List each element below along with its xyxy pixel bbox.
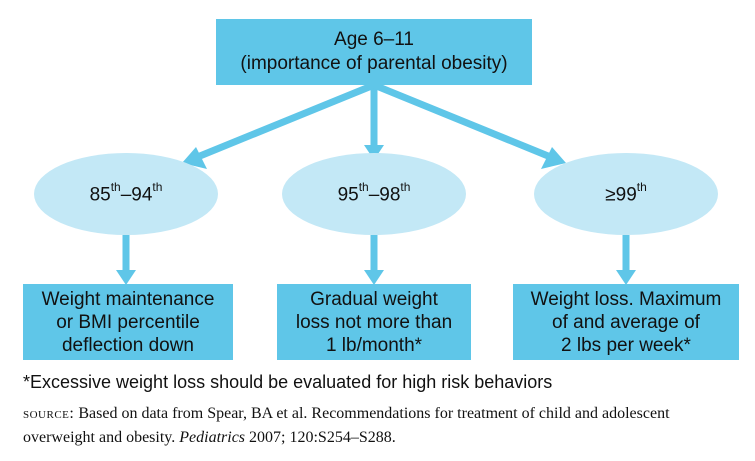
percentile-ellipse-95-98: 95th–98th [282, 153, 466, 235]
percentile-ellipse-85-94: 85th–94th [34, 153, 218, 235]
source-citation: source: Based on data from Spear, BA et … [23, 405, 670, 446]
arrowhead-right-down [616, 270, 636, 285]
arrowhead-middle-down [364, 270, 384, 285]
source-label: source: [23, 405, 75, 422]
arrowhead-left-down [116, 270, 136, 285]
outcome-box-weight-maintenance: Weight maintenance or BMI percentile def… [23, 284, 233, 360]
outcome-box-gradual-loss: Gradual weight loss not more than 1 lb/m… [277, 284, 471, 360]
age-group-subtitle: (importance of parental obesity) [240, 53, 508, 74]
journal-name: Pediatrics [179, 429, 246, 446]
arrow-top-to-left [193, 81, 376, 162]
arrowhead-right [541, 147, 566, 169]
footnote: *Excessive weight loss should be evaluat… [23, 372, 553, 392]
outcome-box-weight-loss: Weight loss. Maximum of and average of 2… [513, 284, 739, 360]
age-group-box: Age 6–11 (importance of parental obesity… [216, 19, 532, 85]
arrowhead-middle [364, 145, 384, 160]
age-group-title: Age 6–11 [334, 29, 414, 50]
percentile-ellipse-99: ≥99th [534, 153, 718, 235]
arrow-top-to-right [372, 81, 555, 162]
